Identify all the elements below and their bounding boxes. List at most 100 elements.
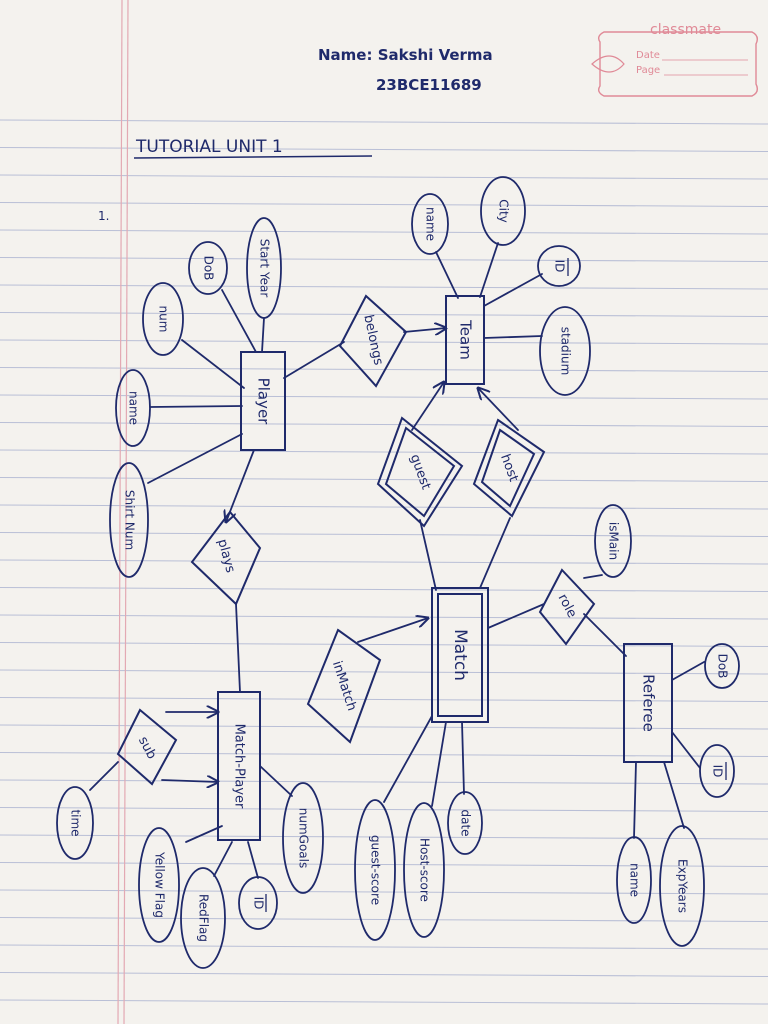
entity-team-label: Team	[457, 319, 475, 360]
relationship-guest-inner	[384, 426, 456, 518]
brand-text: classmate	[650, 22, 721, 38]
ruled-line	[0, 229, 768, 235]
relationship-host-label: host	[497, 452, 521, 484]
entity-referee-label: Referee	[640, 674, 658, 732]
relationship-in-match-label: inMatch	[329, 659, 359, 713]
entity-match-player-label: Match-Player	[232, 724, 247, 809]
attr-start-year-ellipse	[246, 217, 282, 319]
ruled-line	[0, 944, 768, 950]
entity-match	[431, 587, 489, 723]
ruled-line	[0, 394, 768, 400]
relationship-belongs	[338, 294, 408, 388]
attr-referee-id-ellipse	[699, 744, 735, 798]
attr-team-id-ellipse	[537, 245, 581, 287]
page-label: Page	[636, 65, 660, 76]
ruled-line	[0, 559, 768, 565]
date-label: Date	[636, 50, 660, 61]
ruled-line	[0, 367, 768, 372]
attr-date: date	[459, 809, 473, 836]
attr-num: num	[157, 306, 171, 333]
roll-number: 23BCE11689	[376, 76, 482, 94]
attr-dob-referee-ellipse	[704, 643, 740, 689]
relationship-belongs-label: belongs	[360, 313, 385, 366]
relationship-role	[538, 568, 596, 646]
ruled-line	[0, 312, 768, 317]
entity-referee	[623, 643, 673, 763]
attr-is-main-ellipse	[594, 504, 632, 578]
attr-time-ellipse	[56, 786, 94, 860]
attr-red-flag: RedFlag	[197, 894, 211, 942]
attr-stadium: stadium	[559, 327, 573, 376]
question-number: 1.	[98, 209, 109, 223]
attr-start-year: Start Year	[258, 239, 272, 298]
attr-name-player: name	[127, 391, 141, 425]
attr-mp-id-ellipse	[238, 876, 278, 930]
ruled-line	[0, 587, 768, 592]
attr-guest-score-ellipse	[354, 799, 396, 941]
attr-yellow-flag-ellipse	[138, 827, 180, 943]
attr-date-ellipse	[447, 791, 483, 855]
attr-is-main: isMain	[607, 522, 621, 560]
classmate-box: classmate Date Page	[591, 22, 759, 97]
attr-guest-score: guest-score	[369, 835, 383, 905]
ruled-line	[0, 614, 768, 620]
entity-match-label: Match	[450, 629, 470, 681]
ruled-line	[0, 532, 768, 537]
entity-player-label: Player	[255, 378, 273, 426]
attr-exp-years: ExpYears	[676, 859, 690, 913]
attr-shirt-num-ellipse	[109, 462, 149, 578]
attr-dob-player-ellipse	[188, 241, 228, 295]
attr-num-goals-ellipse	[282, 782, 324, 894]
attr-red-flag-ellipse	[180, 867, 226, 969]
attr-dob-player: DoB	[202, 256, 216, 281]
attr-referee-name: name	[628, 863, 642, 897]
attr-yellow-flag: Yellow Flag	[153, 851, 167, 918]
relationship-sub	[116, 708, 178, 786]
entity-team	[445, 295, 485, 385]
ruled-line	[0, 504, 768, 510]
attr-host-score-ellipse	[403, 802, 445, 938]
relationship-plays	[190, 510, 262, 606]
attr-stadium-ellipse	[539, 306, 591, 396]
relationship-role-label: role	[555, 592, 580, 621]
ruled-line	[0, 147, 768, 152]
ruled-line	[0, 972, 768, 977]
relationship-guest	[376, 416, 464, 528]
ruled-line	[0, 477, 768, 482]
entity-match-inner	[437, 593, 483, 717]
connector-lines	[89, 242, 705, 879]
margin-line	[123, 0, 129, 1024]
entity-player	[240, 351, 286, 451]
relationship-host	[472, 418, 546, 518]
ruled-line	[0, 917, 768, 922]
attr-num-goals: numGoals	[297, 808, 311, 868]
ruled-line	[0, 834, 768, 840]
relationship-host-inner	[480, 428, 536, 508]
ruled-line	[0, 807, 768, 812]
attr-city: City	[497, 199, 511, 223]
attr-shirt-num: Shirt Num	[123, 490, 137, 550]
attr-host-score: Host-score	[418, 838, 432, 902]
relationship-in-match	[306, 628, 382, 744]
ruled-line	[0, 779, 768, 785]
margin-line	[117, 0, 123, 1024]
ruled-line	[0, 449, 768, 455]
attr-city-ellipse	[480, 176, 526, 246]
attr-mp-id: ID	[252, 897, 266, 910]
ruled-line	[0, 339, 768, 345]
ruled-line	[0, 752, 768, 757]
student-name: Name: Sakshi Verma	[318, 46, 493, 64]
attr-num-ellipse	[142, 282, 184, 356]
ruled-line	[0, 862, 768, 867]
relationship-plays-label: plays	[214, 537, 237, 574]
entity-match-player	[217, 691, 261, 841]
relationship-guest-label: guest	[407, 452, 434, 491]
attr-team-id: ID	[553, 260, 567, 273]
attr-team-name-ellipse	[411, 193, 449, 255]
page-title: TUTORIAL UNIT 1	[135, 137, 283, 157]
attr-referee-name-ellipse	[616, 836, 652, 924]
ruled-line	[0, 202, 768, 207]
ruled-line	[0, 174, 768, 180]
